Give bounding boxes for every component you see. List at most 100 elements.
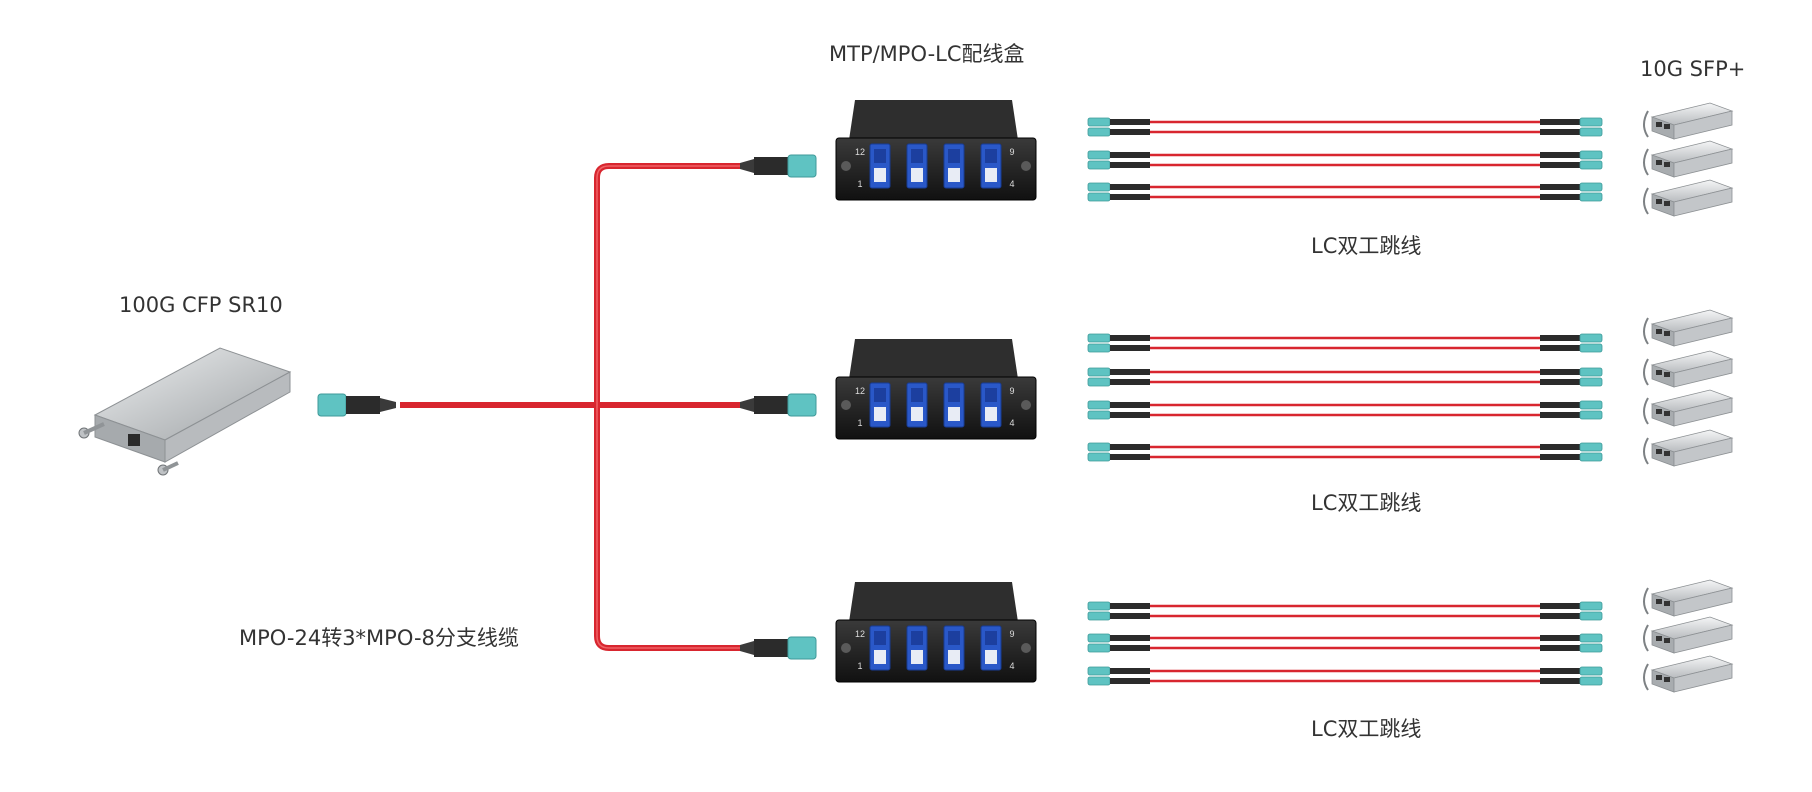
cassette-middle-lc-port-a-4 (985, 388, 997, 402)
patch-middle-2-lc-left-boot-0 (1110, 369, 1150, 375)
cassette-bottom-port-left-top: 12 (855, 629, 865, 639)
patch-middle-1-lc-right-boot-1 (1540, 345, 1580, 351)
cassette-bottom-lc-port-a-3 (948, 631, 960, 645)
mpo-branch-connector-bottom-body (787, 636, 817, 660)
patch-top-2-lc-left-ferrule-1 (1087, 160, 1111, 170)
patch-bottom-1 (1087, 601, 1603, 621)
patch-bottom-3-lc-left-ferrule-0 (1087, 666, 1111, 676)
sfp-module-5-bail-icon (1643, 358, 1649, 386)
patch-middle-4-lc-right-boot-0 (1540, 444, 1580, 450)
patch-middle-1-lc-left-ferrule-0 (1087, 333, 1111, 343)
patch-middle-3-lc-left-boot-1 (1110, 412, 1150, 418)
patch-middle-1-lc-right-ferrule-1 (1579, 343, 1603, 353)
cassette-middle-lc-port-b-1 (874, 407, 886, 421)
patch-bottom-1-lc-left-ferrule-0 (1087, 601, 1111, 611)
patch-top-3-lc-left (1087, 182, 1150, 202)
mpo-trunk-connector-strain (380, 398, 396, 412)
patch-middle-2-lc-right-boot-1 (1540, 379, 1580, 385)
mpo-trunk-connector (317, 393, 396, 417)
patch-bottom-3-lc-left-ferrule-1 (1087, 676, 1111, 686)
cassette-bottom-lc-port-a-2 (911, 631, 923, 645)
patch-bottom-2-lc-right (1540, 633, 1603, 653)
patch-middle-2-lc-left-ferrule-0 (1087, 367, 1111, 377)
patch-top-2-lc-left-boot-0 (1110, 152, 1150, 158)
sfp-module-3-port-a-icon (1656, 199, 1662, 204)
sfp-module-5-port-a-icon (1656, 370, 1662, 375)
cassette-middle-lc-port-b-4 (985, 407, 997, 421)
patch-bottom-2-lc-right-ferrule-1 (1579, 643, 1603, 653)
cassette-top-lc-port-a-1 (874, 149, 886, 163)
sfp-module-3 (1643, 179, 1734, 217)
breakout-cable (400, 163, 740, 651)
sfp-module-9-side (1673, 624, 1733, 654)
patch-top-3-lc-left-ferrule-1 (1087, 192, 1111, 202)
cassette-top-port-left-top: 12 (855, 147, 865, 157)
patch-top-2 (1087, 150, 1603, 170)
patch-top-2-lc-left (1087, 150, 1150, 170)
patch-bottom-2-lc-left-ferrule-1 (1087, 643, 1111, 653)
patch-middle-3-lc-left-boot-0 (1110, 402, 1150, 408)
cassette-middle-lc-port-b-3 (948, 407, 960, 421)
cassette-middle-port-left-bottom: 1 (857, 418, 862, 428)
lc-patch-cords (1087, 117, 1603, 686)
patch-middle-1-lc-left-ferrule-1 (1087, 343, 1111, 353)
patch-bottom-2-lc-left-ferrule-0 (1087, 633, 1111, 643)
mpo-branch-connector-middle-body (787, 393, 817, 417)
patch-middle-1-lc-right-boot-0 (1540, 335, 1580, 341)
patch-top-3-lc-right-ferrule-1 (1579, 192, 1603, 202)
sfp-module-10-side (1673, 663, 1733, 693)
sfp-module-1-port-a-icon (1656, 122, 1662, 127)
sfp-module-label: 10G SFP+ (1640, 57, 1746, 81)
patch-bottom-3-lc-left (1087, 666, 1150, 686)
cassette-bottom-port-right-top: 9 (1009, 629, 1014, 639)
patch-middle-4-lc-left (1087, 442, 1150, 462)
sfp-module-6 (1643, 389, 1734, 427)
sfp-module-2-bail-icon (1643, 148, 1649, 176)
sfp-module-8-side (1673, 587, 1733, 617)
patch-top-3-lc-right-boot-0 (1540, 184, 1580, 190)
patch-top-2-lc-left-boot-1 (1110, 162, 1150, 168)
patch-top-1-lc-right-boot-0 (1540, 119, 1580, 125)
cassette-middle-screw-right-icon (1021, 400, 1031, 410)
patch-top-3-lc-right-ferrule-0 (1579, 182, 1603, 192)
cassette-top-lc-port-a-3 (948, 149, 960, 163)
lc-patch-label-bottom: LC双工跳线 (1311, 717, 1422, 741)
patch-middle-1-lc-left-boot-1 (1110, 345, 1150, 351)
patch-middle-3-lc-right (1540, 400, 1603, 420)
cassette-top-screw-left-icon (841, 161, 851, 171)
patch-middle-4-lc-right-ferrule-0 (1579, 442, 1603, 452)
breakout-cable-label: MPO-24转3*MPO-8分支线缆 (239, 626, 519, 650)
cassette-bottom-top (849, 582, 1018, 622)
cassette-bottom-port-right-bottom: 4 (1009, 661, 1014, 671)
sfp-module-10 (1643, 655, 1734, 693)
patch-middle-2-lc-right-ferrule-0 (1579, 367, 1603, 377)
mpo-branch-connector-top-strain (740, 159, 754, 173)
cassette-top-port-right-bottom: 4 (1009, 179, 1014, 189)
patch-middle-1-lc-left (1087, 333, 1150, 353)
patch-top-1-lc-right (1540, 117, 1603, 137)
cassette-top-lc-port-b-2 (911, 168, 923, 182)
sfp-module-7-port-b-icon (1664, 451, 1670, 456)
patch-top-1-lc-right-ferrule-0 (1579, 117, 1603, 127)
patch-middle-4-lc-left-ferrule-0 (1087, 442, 1111, 452)
patch-middle-4-lc-left-ferrule-1 (1087, 452, 1111, 462)
cassette-top-lc-port-b-3 (948, 168, 960, 182)
sfp-module-3-bail-icon (1643, 187, 1649, 215)
cassette-middle-lc-port-a-1 (874, 388, 886, 402)
sfp-module-6-bail-icon (1643, 397, 1649, 425)
mpo-trunk-connector-boot (346, 396, 380, 414)
patch-middle-3-lc-left-ferrule-1 (1087, 410, 1111, 420)
cassette-middle-port-right-bottom: 4 (1009, 418, 1014, 428)
cassette-bottom-lc-port-b-4 (985, 650, 997, 664)
cfp-module (78, 347, 292, 476)
sfp-module-2-port-a-icon (1656, 160, 1662, 165)
cassette-middle-top (849, 339, 1018, 379)
patch-middle-1-lc-right (1540, 333, 1603, 353)
patch-bottom-1-lc-right-ferrule-0 (1579, 601, 1603, 611)
mpo-connectors (317, 154, 817, 660)
sfp-module-1-port-b-icon (1664, 124, 1670, 129)
patch-middle-3-lc-left (1087, 400, 1150, 420)
patch-top-3-lc-right (1540, 182, 1603, 202)
